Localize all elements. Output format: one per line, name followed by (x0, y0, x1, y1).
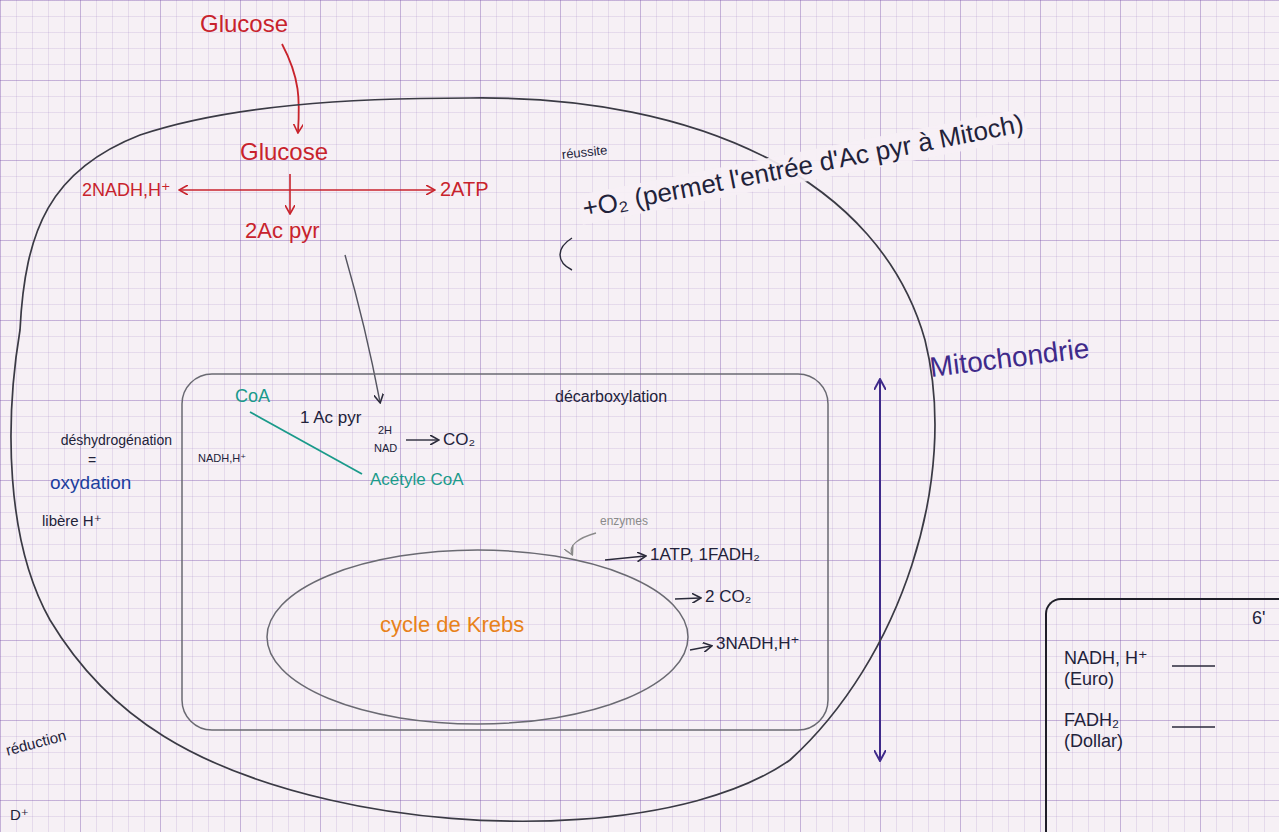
box-entry: NADH, H⁺ (Euro) (1064, 648, 1164, 689)
pyruvate-arrow (289, 174, 291, 213)
pyruvate-entry-arrow (345, 255, 380, 402)
glucose-entry-arrow (282, 44, 299, 132)
atp-arrow (290, 189, 434, 191)
molecule-name: 1 Ac pyr (300, 408, 361, 428)
mitochondria-box: CoA 1 Ac pyr 2H NAD NADH,H⁺ CO₂ décarboxylatio… (180, 372, 830, 732)
equals-sign: = (88, 452, 96, 468)
margin-note: +O₂ (permet l'entrée d'Ac pyr à Mitoch) (577, 109, 1029, 225)
oxygen-bracket (560, 238, 572, 270)
cycle-name: cycle de Krebs (380, 612, 524, 637)
molecule-name: Glucose (200, 10, 288, 38)
krebs-cycle: cycle de Krebs (265, 548, 690, 726)
organelle-name: Mitochondrie (928, 333, 1091, 384)
pencil-note: enzymes (600, 515, 648, 529)
mitochondria-bracket-arrow (879, 380, 881, 760)
margin-note: libère H⁺ (42, 512, 102, 529)
box-heading: 6' (1252, 608, 1265, 629)
product-label: 3NADH,H⁺ (716, 634, 800, 654)
small-note: 2H (378, 424, 392, 437)
small-note: NADH,H⁺ (198, 452, 246, 465)
nadh-arrow (180, 189, 290, 191)
molecule-name: CoA (235, 386, 270, 407)
dash-line (1172, 726, 1215, 728)
enzyme-arrow (571, 533, 596, 554)
note-box: 6' NADH, H⁺ (Euro) FADH₂ (Dollar) (1045, 598, 1279, 832)
cell-outline: Glucose 2NADH,H⁺ 2ATP 2Ac pyrCoA 1 Ac pyr 2H N… (0, 85, 965, 832)
molecule-name: Acétyle CoA (370, 470, 464, 490)
process-name: oxydation (50, 472, 131, 494)
molecule-name: Glucose (240, 138, 328, 166)
box-entry: FADH₂ (Dollar) (1064, 710, 1164, 751)
krebs-outline (267, 550, 688, 724)
krebs-output-arrow (605, 556, 645, 560)
product-label: 2Ac pyr (245, 218, 320, 243)
product-label: 1ATP, 1FADH₂ (650, 545, 760, 565)
product-label: 2 CO₂ (705, 587, 751, 607)
product-label: CO₂ (443, 430, 475, 450)
cell-membrane (11, 98, 935, 821)
krebs-output-arrow (675, 598, 700, 599)
dash-line (1172, 665, 1215, 667)
margin-note: réussite (561, 143, 608, 163)
small-note: NAD (374, 442, 397, 455)
product-label: 2NADH,H⁺ (82, 180, 171, 201)
mitochondria-outline (182, 374, 828, 730)
process-name: décarboxylation (555, 388, 667, 406)
process-name: déshydrogénation (61, 432, 172, 448)
margin-note: réduction (4, 726, 68, 759)
co2-arrow (406, 439, 438, 440)
margin-note: D⁺ (10, 806, 29, 823)
krebs-output-arrow (690, 646, 711, 650)
product-label: 2ATP (440, 178, 489, 201)
